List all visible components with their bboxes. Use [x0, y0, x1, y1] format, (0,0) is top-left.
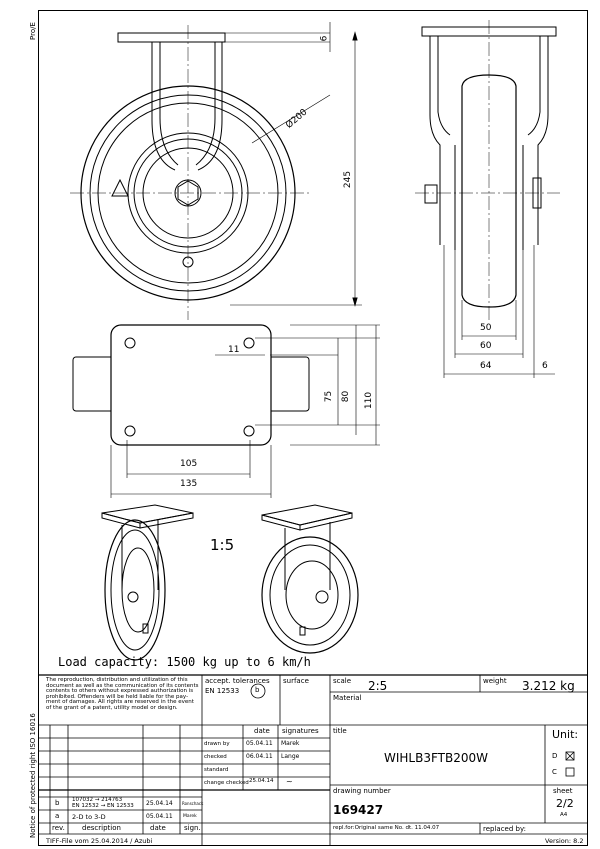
- dim-135: 135: [180, 479, 198, 489]
- sign-header: sign.: [184, 824, 201, 832]
- rev-b-description: 107032 → 214763 EN 12532 → EN 12533: [72, 797, 134, 810]
- iso-view-right: [261, 504, 359, 654]
- row-name-drawn: Marek: [281, 740, 300, 747]
- unit-label: Unit:: [552, 728, 579, 741]
- side-view: [415, 20, 560, 378]
- scale-field-value: 2:5: [368, 679, 388, 693]
- row-date-checked: 06.04.11: [246, 753, 273, 760]
- rev-header: rev.: [52, 824, 65, 832]
- replaced-by: replaced by:: [483, 825, 526, 833]
- row-name-change-checked: ~: [286, 777, 293, 786]
- drawing-number-value: 169427: [333, 803, 384, 817]
- rev-b: b: [55, 799, 60, 807]
- rev-b-name: Ronschack: [182, 801, 204, 806]
- dim-110: 110: [364, 391, 375, 410]
- iso-view-left: [101, 504, 194, 661]
- title-label: title: [333, 727, 347, 735]
- rev-a-date: 05.04.11: [146, 813, 173, 820]
- accept-tolerances-label: accept. tolerances: [205, 677, 270, 685]
- date-header: date: [254, 727, 270, 735]
- dim-60: 60: [480, 341, 492, 351]
- accept-tolerances-value: EN 12533: [205, 687, 240, 695]
- material-label: Material: [333, 694, 362, 702]
- notice-text: The reproduction, distribution and utili…: [46, 677, 199, 711]
- dim-11: 11: [228, 345, 240, 355]
- weight-label: weight: [483, 677, 507, 685]
- dim-245: 245: [343, 170, 354, 189]
- surface-label: surface: [283, 677, 309, 685]
- dim-6-side: 6: [542, 361, 548, 371]
- dim-6-top: 6: [319, 35, 330, 42]
- plate-view: [72, 324, 380, 498]
- front-view: [70, 22, 362, 320]
- drawing-frame: [38, 10, 588, 846]
- row-name-checked: Lange: [281, 753, 300, 760]
- row-label-drawn: drawn by: [204, 741, 230, 747]
- weight-value: 3.212 kg: [522, 679, 575, 693]
- dim-105: 105: [180, 459, 198, 469]
- dim-80: 80: [341, 390, 352, 403]
- date-col-header: date: [150, 824, 166, 832]
- tiff-note: TIFF-File vom 25.04.2014 / Azubi: [46, 837, 153, 845]
- version: Version: 8.2: [545, 837, 584, 845]
- repl-for: repl.for:Original same No. dt. 11.04.07: [333, 825, 440, 831]
- row-date-drawn: 05.04.11: [246, 740, 273, 747]
- rev-b-date: 25.04.14: [146, 800, 173, 807]
- dim-64: 64: [480, 361, 492, 371]
- row-label-standard: standard: [204, 767, 229, 773]
- unit-c: C: [552, 768, 557, 776]
- rev-a: a: [55, 812, 60, 820]
- scale-label: 1:5: [210, 536, 235, 554]
- drawing-number-label: drawing number: [333, 787, 391, 795]
- tolerance-class: b: [255, 686, 260, 694]
- description-header: description: [82, 824, 121, 832]
- row-date-change-checked: 25.04.14: [249, 778, 274, 784]
- format-value: A4: [560, 812, 568, 818]
- rev-a-name: Marek: [183, 814, 197, 819]
- rev-a-description: 2-D to 3-D: [72, 813, 106, 821]
- load-capacity: Load capacity: 1500 kg up to 6 km/h: [58, 655, 311, 669]
- sheet-value: 2/2: [556, 797, 574, 810]
- scale-field-label: scale: [333, 677, 352, 685]
- unit-d: D: [552, 752, 558, 760]
- signatures-header: signatures: [282, 727, 319, 735]
- dim-75: 75: [324, 390, 335, 403]
- row-label-change-checked: change checked: [204, 780, 249, 786]
- row-label-checked: checked: [204, 754, 227, 760]
- title-value: WIHLB3FTB200W: [384, 751, 489, 765]
- dim-50: 50: [480, 323, 492, 333]
- title-block-lines: [38, 674, 588, 846]
- sheet-label: sheet: [553, 787, 573, 795]
